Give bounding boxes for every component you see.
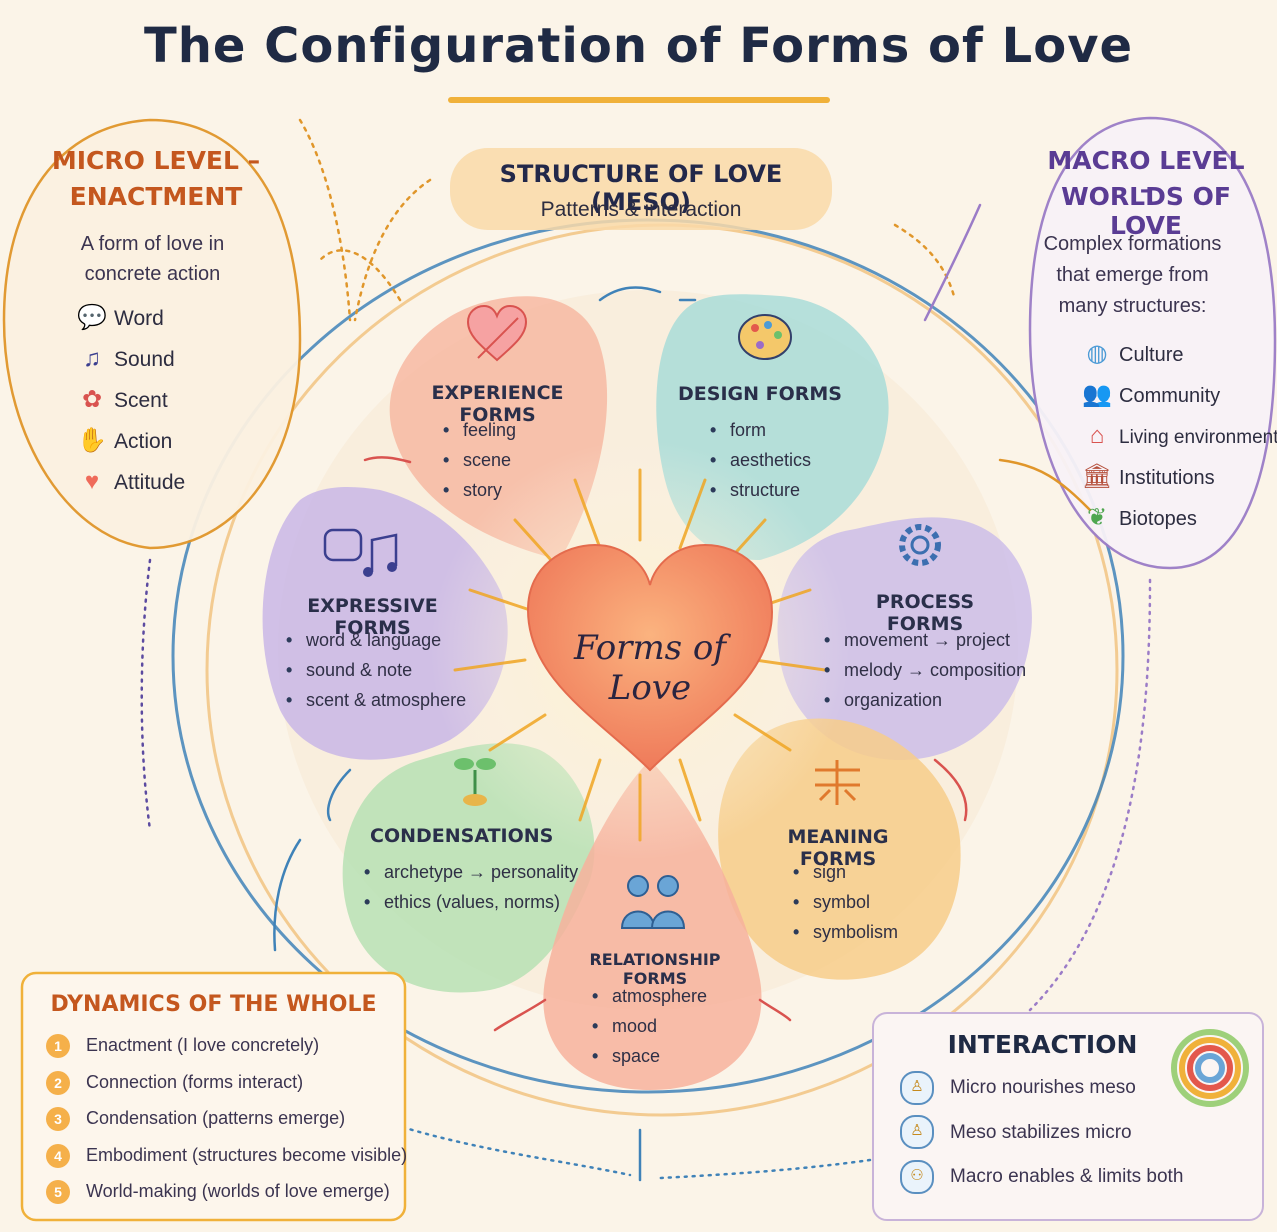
petal-icon-heart-arrow xyxy=(466,304,528,362)
heart-icon: ♥ xyxy=(84,468,100,495)
design-list: form aesthetics structure xyxy=(710,415,811,505)
meso-pill xyxy=(450,148,832,230)
process-item: movement → project xyxy=(824,625,1026,655)
step-number: 4 xyxy=(46,1143,70,1168)
speech-bubble-icon: 💬 xyxy=(77,304,107,331)
page-title: The Configuration of Forms of Love xyxy=(143,18,1134,74)
interaction-ring-icon xyxy=(1171,1029,1249,1107)
design-item: form xyxy=(710,415,811,445)
hand-icon: ✋ xyxy=(77,427,107,454)
condensations-title: CONDENSATIONS xyxy=(370,825,554,847)
experience-list: feeling scene story xyxy=(443,415,516,505)
petal-icon-two-people xyxy=(620,875,686,929)
leaf-icon: ❦ xyxy=(1086,504,1108,531)
title-underline xyxy=(448,97,830,103)
interaction-title: INTERACTION xyxy=(947,1030,1138,1059)
micro-bubble xyxy=(2,118,302,550)
macro-item-biotopes: ❦Biotopes xyxy=(1075,497,1277,538)
interaction-list: ♙Micro nourishes meso ♙Meso stabilizes m… xyxy=(900,1066,1183,1200)
meso-subtitle: Patterns & interaction xyxy=(540,198,742,221)
micro-item-scent: ✿Scent xyxy=(70,379,185,420)
macro-desc-line1: Complex formations xyxy=(1043,233,1222,255)
interaction-item: ♙Meso stabilizes micro xyxy=(900,1111,1183,1156)
process-item: organization xyxy=(824,685,1026,715)
macro-title-line1: MACRO LEVEL – xyxy=(1047,146,1245,204)
micro-title-line2: ENACTMENT xyxy=(69,182,243,211)
petal-icon-sprout xyxy=(454,758,496,806)
design-item: aesthetics xyxy=(710,445,811,475)
meaning-item: sign xyxy=(793,857,898,887)
condensations-item: archetype → personality xyxy=(364,857,578,887)
dynamics-box xyxy=(20,971,407,1222)
macro-item-living-environment: ⌂Living environment xyxy=(1075,415,1277,456)
interaction-item: ⚇Macro enables & limits both xyxy=(900,1155,1183,1200)
meaning-item: symbol xyxy=(793,887,898,917)
expressive-item: scent & atmosphere xyxy=(286,685,466,715)
expressive-list: word & language sound & note scent & atm… xyxy=(286,625,466,715)
experience-item: story xyxy=(443,475,516,505)
micro-title-line1: MICRO LEVEL – xyxy=(51,146,261,175)
macro-desc-line2: that emerge from xyxy=(1056,264,1209,286)
relationship-list: atmosphere mood space xyxy=(592,981,707,1071)
micro-item-attitude: ♥Attitude xyxy=(70,461,185,502)
figure-icon: ♙ xyxy=(900,1070,934,1105)
globe-icon: ◍ xyxy=(1086,340,1108,367)
condensations-item: ethics (values, norms) xyxy=(364,887,578,917)
micro-item-word: 💬Word xyxy=(70,297,185,338)
expressive-item: word & language xyxy=(286,625,466,655)
center-label: Forms of Love xyxy=(573,628,726,708)
relationship-item: atmosphere xyxy=(592,981,707,1011)
people-icon: 👥 xyxy=(1082,381,1112,408)
meaning-item: symbolism xyxy=(793,917,898,947)
micro-item-sound: ♫Sound xyxy=(70,338,185,379)
music-note-icon: ♫ xyxy=(83,345,101,372)
petal-icon-gear xyxy=(899,524,941,566)
process-list: movement → project melody → composition … xyxy=(824,625,1026,715)
macro-item-culture: ◍Culture xyxy=(1075,333,1277,374)
interaction-item: ♙Micro nourishes meso xyxy=(900,1066,1183,1111)
design-title: DESIGN FORMS xyxy=(678,383,842,405)
step-number: 3 xyxy=(46,1107,70,1131)
relationship-item: space xyxy=(592,1041,707,1071)
macro-item-community: 👥Community xyxy=(1075,374,1277,415)
condensations-list: archetype → personality ethics (values, … xyxy=(364,857,578,917)
petal-icon-palette xyxy=(738,314,792,360)
dynamics-title: DYNAMICS OF THE WHOLE xyxy=(50,992,377,1017)
building-icon: 🏛 xyxy=(1081,463,1113,490)
flower-icon: ✿ xyxy=(81,386,103,413)
macro-title-line2: WORLDS OF LOVE xyxy=(1061,182,1231,240)
design-item: structure xyxy=(710,475,811,505)
meso-title: STRUCTURE OF LOVE (MESO) xyxy=(499,160,783,216)
center-heart xyxy=(526,543,774,772)
experience-item: feeling xyxy=(443,415,516,445)
meaning-list: sign symbol symbolism xyxy=(793,857,898,947)
petal-icon-speech-music xyxy=(323,528,398,577)
experience-item: scene xyxy=(443,445,516,475)
relationship-item: mood xyxy=(592,1011,707,1041)
macro-item-institutions: 🏛Institutions xyxy=(1075,456,1277,497)
macro-list: ◍Culture 👥Community ⌂Living environment … xyxy=(1075,333,1277,538)
micro-desc-line2: concrete action xyxy=(84,263,221,285)
figure-icon: ♙ xyxy=(900,1115,934,1150)
micro-list: 💬Word ♫Sound ✿Scent ✋Action ♥Attitude xyxy=(70,297,185,502)
house-icon: ⌂ xyxy=(1089,422,1105,449)
expressive-item: sound & note xyxy=(286,655,466,685)
macro-desc-line3: many structures: xyxy=(1058,295,1207,317)
step-number: 1 xyxy=(46,1034,70,1058)
interaction-box xyxy=(872,1012,1264,1221)
step-number: 2 xyxy=(46,1070,70,1095)
group-icon: ⚇ xyxy=(900,1159,934,1194)
petal-icon-symbol xyxy=(815,760,860,805)
micro-item-action: ✋Action xyxy=(70,420,185,461)
micro-desc-line1: A form of love in xyxy=(80,233,225,255)
process-item: melody → composition xyxy=(824,655,1026,685)
macro-bubble xyxy=(1028,116,1277,570)
step-number: 5 xyxy=(46,1180,70,1204)
